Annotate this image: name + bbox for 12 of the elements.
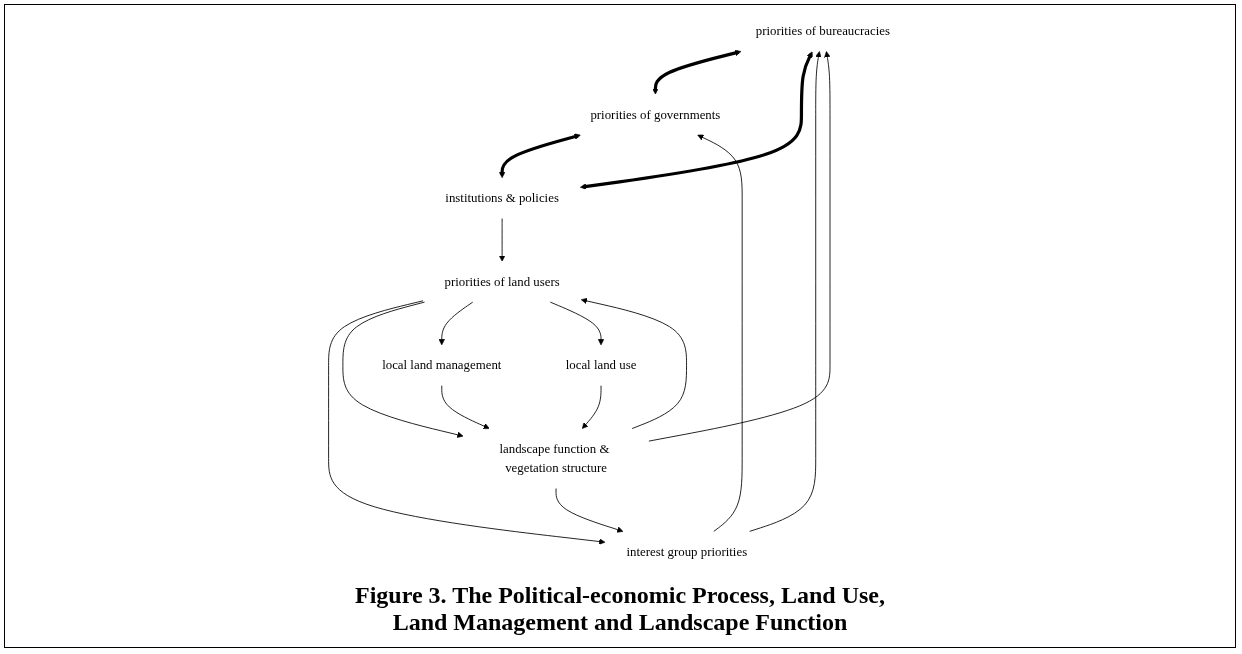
arrow [499,133,581,179]
node-text: priorities of bureaucracies [755,23,890,38]
node-text: local land management [382,357,502,373]
arrow [652,49,742,95]
figure-caption: Figure 3. The Political-economic Process, Land Use, Land Management and Landscape Function [354,581,886,637]
node-text: institutions & policies [445,190,559,205]
node-text: local land use [565,357,637,373]
node-text: interest group priorities [626,544,748,559]
arrow [580,51,813,190]
node-text: priorities of governments [590,107,721,122]
node-text: landscape function & vegetation structure [499,441,610,475]
node-text: priorities of land users [444,274,560,289]
